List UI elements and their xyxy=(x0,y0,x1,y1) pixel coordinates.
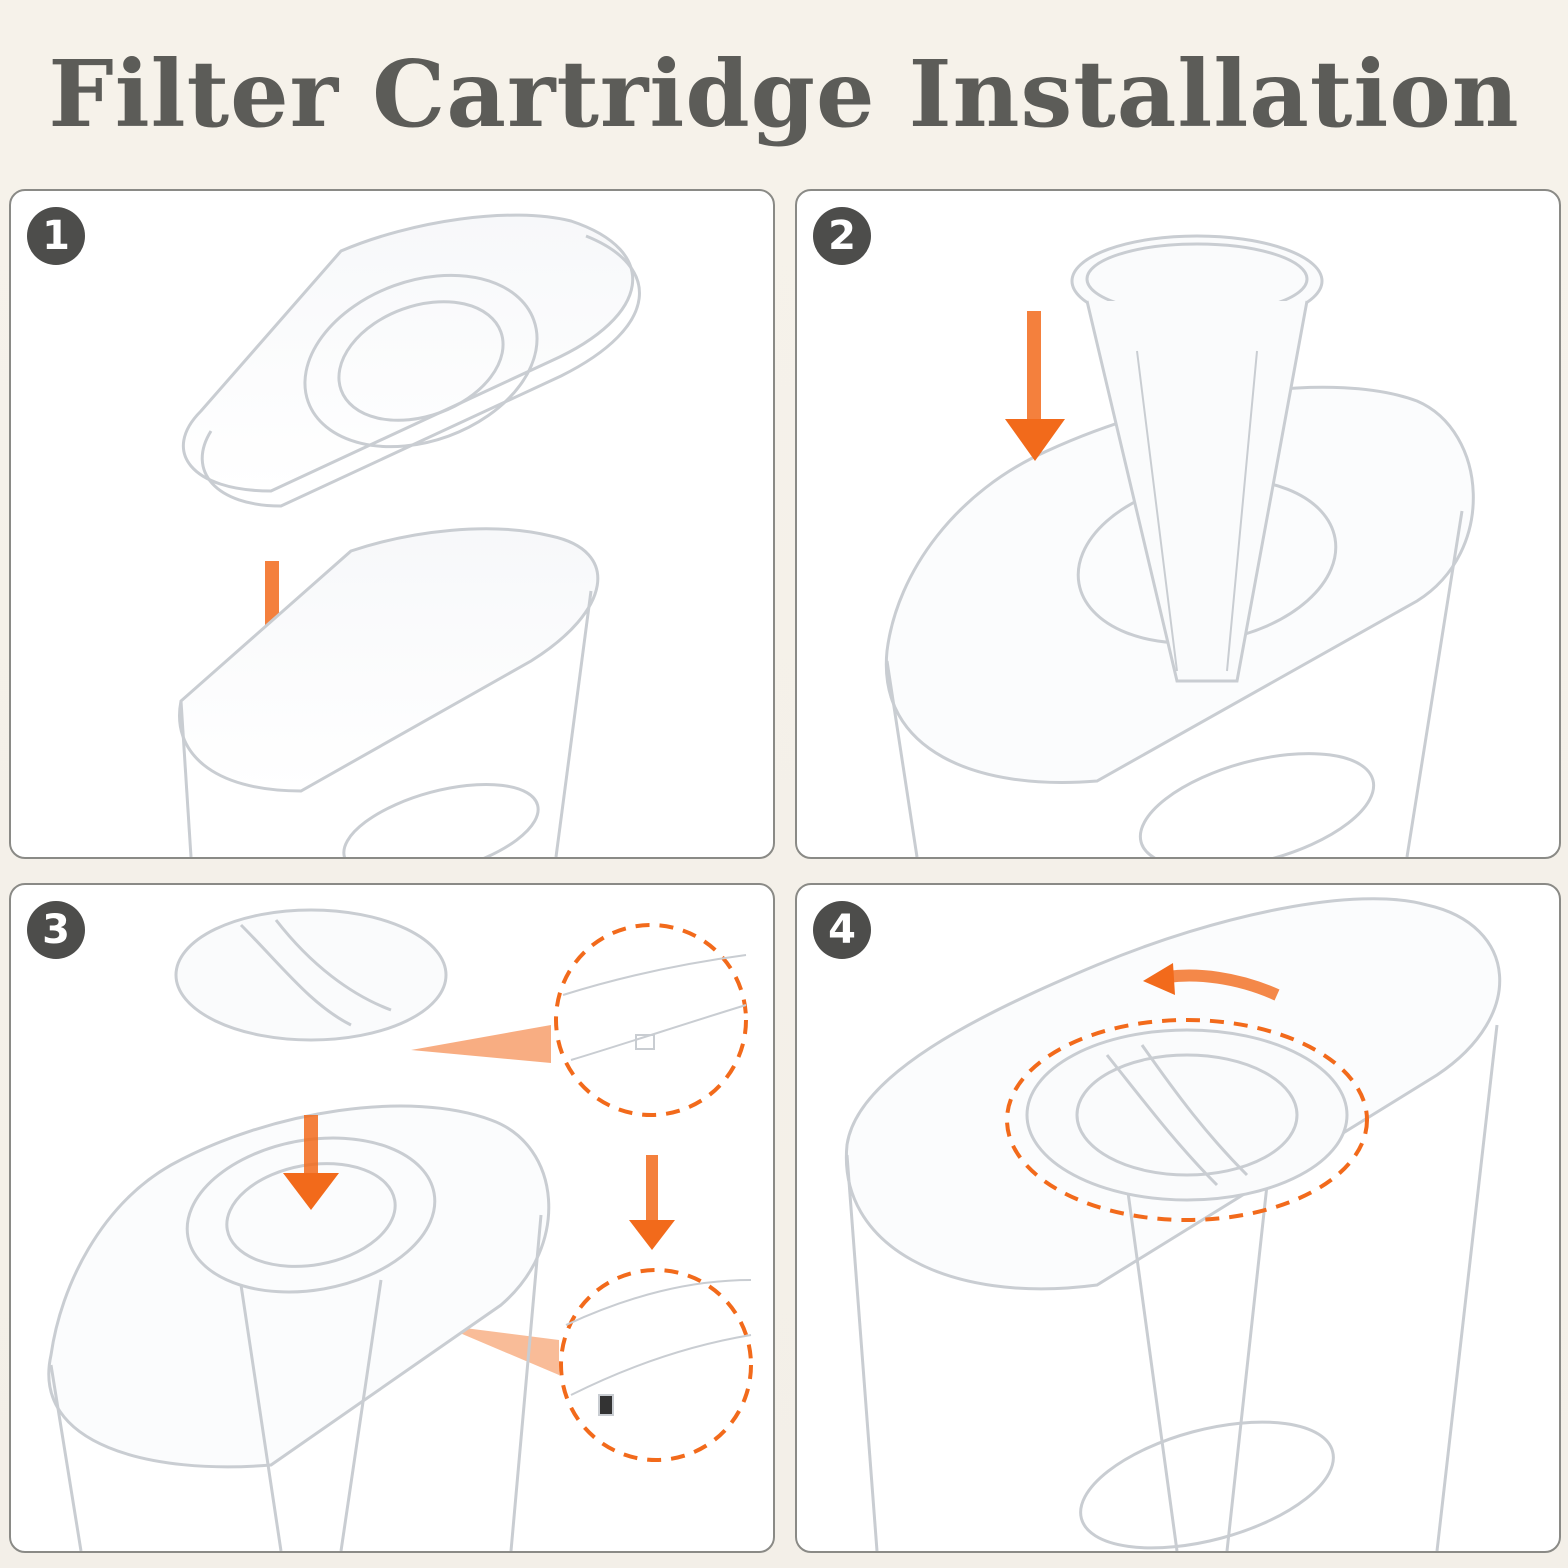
down-arrow-icon xyxy=(1005,311,1065,461)
step-4-panel: 4 xyxy=(795,883,1561,1553)
step-2-panel: 2 xyxy=(795,189,1561,859)
container-body xyxy=(180,529,598,857)
step-badge: 2 xyxy=(813,207,871,265)
step-3-illustration xyxy=(11,885,773,1551)
container-body xyxy=(49,1106,549,1551)
down-arrow-icon xyxy=(629,1155,675,1250)
filter-cap xyxy=(1027,1030,1347,1200)
step-2-illustration xyxy=(797,191,1559,857)
step-4-illustration xyxy=(797,885,1559,1551)
container-body xyxy=(846,899,1499,1551)
step-1-panel: 1 xyxy=(9,189,775,859)
step-badge: 4 xyxy=(813,901,871,959)
page-title: Filter Cartridge Installation xyxy=(0,40,1568,148)
step-badge: 3 xyxy=(27,901,85,959)
dashed-zoom-circle xyxy=(561,1270,751,1460)
step-1-illustration xyxy=(11,191,773,857)
zoom-beam-top xyxy=(411,1025,551,1063)
lid-ring xyxy=(183,215,639,506)
dashed-zoom-circle xyxy=(556,925,746,1115)
step-badge: 1 xyxy=(27,207,85,265)
filter-cap xyxy=(176,910,446,1040)
step-3-panel: 3 xyxy=(9,883,775,1553)
